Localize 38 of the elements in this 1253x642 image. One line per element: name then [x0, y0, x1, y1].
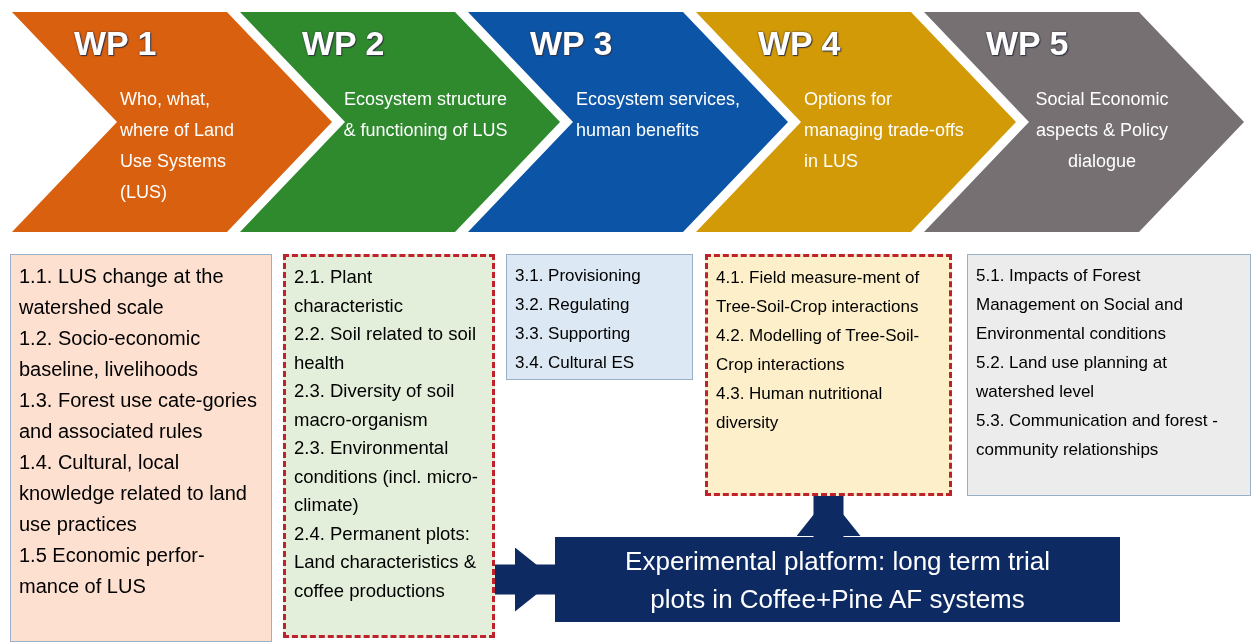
heading: WP 3	[530, 24, 613, 63]
list-item: 3.3. Supporting	[515, 323, 632, 345]
heading: WP 1	[74, 24, 157, 63]
list-item: 3.1. Provisioning	[515, 265, 642, 287]
text-box	[967, 254, 1251, 496]
heading: WP 5	[986, 24, 1069, 63]
text-box	[705, 254, 952, 496]
list-item: 1.4. Cultural, local knowledge related to land use practices	[19, 450, 248, 537]
list-item: 1.1. LUS change at the watershed scale	[19, 264, 225, 320]
list-item: 2.3. Diversity of soil macro-organism	[294, 379, 456, 432]
block-arrow	[796, 496, 861, 537]
description: Options for managing trade-offs in LUS	[804, 88, 965, 173]
list-item: 1.5 Economic perfor-mance of LUS	[19, 543, 206, 599]
list-item: 4.3. Human nutritional diversity	[716, 383, 884, 434]
list-item: 1.3. Forest use cate-gories and associated rules	[19, 388, 258, 444]
text-box	[283, 254, 495, 638]
list-item: 2.1. Plant characteristic	[294, 265, 404, 318]
text-box	[506, 254, 693, 380]
description: Ecosystem structure & functioning of LUS	[342, 88, 509, 142]
description: Ecosystem services, human benefits	[576, 88, 741, 142]
description: Who, what, where of Land Use Systems (LUS)	[120, 88, 236, 204]
list-item: 5.3. Communication and forest - community relationships	[976, 410, 1219, 461]
heading: WP 4	[758, 24, 841, 63]
list-item: 1.2. Socio-economic baseline, livelihoods	[19, 326, 202, 382]
list-item: 3.2. Regulating	[515, 294, 631, 316]
list-item: 2.4. Permanent plots: Land characteristics & coffee productions	[294, 521, 477, 603]
list-item: 2.2. Soil related to soil health	[294, 322, 478, 375]
list-item: 4.1. Field measure-ment of Tree-Soil-Crop interactions	[716, 267, 921, 318]
text-box	[10, 254, 272, 642]
list-item: 5.2. Land use planning at watershed level	[976, 352, 1168, 403]
list-item: 5.1. Impacts of Forest Management on Social and Environmental conditions	[976, 265, 1184, 345]
description: Social Economic aspects & Policy dialogue	[1034, 88, 1170, 173]
list-item: 2.3. Environmental conditions (incl. micro-climate)	[294, 436, 480, 517]
block-arrow	[495, 547, 555, 612]
platform-box: Experimental platform: long term trial plots in Coffee+Pine AF systems	[555, 537, 1120, 622]
list-item: 4.2. Modelling of Tree-Soil-Crop interactions	[716, 325, 921, 376]
list-item: 3.4. Cultural ES	[515, 352, 636, 374]
heading: WP 2	[302, 24, 385, 63]
